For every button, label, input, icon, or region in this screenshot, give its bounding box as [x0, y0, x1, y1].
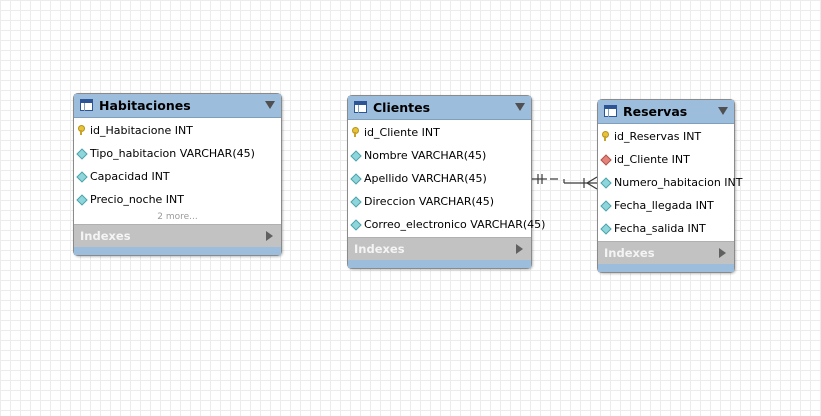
column-row[interactable]: Nombre VARCHAR(45) — [348, 145, 531, 168]
column-label: id_Reservas INT — [614, 130, 702, 143]
column-label: id_Habitacione INT — [90, 124, 193, 137]
column-label: Direccion VARCHAR(45) — [364, 195, 495, 208]
indexes-label: Indexes — [354, 242, 405, 256]
column-row[interactable]: id_Reservas INT — [598, 126, 734, 149]
column-diamond-icon — [600, 177, 612, 189]
indexes-label: Indexes — [604, 246, 655, 260]
column-label: Nombre VARCHAR(45) — [364, 149, 487, 162]
column-row[interactable]: Direccion VARCHAR(45) — [348, 191, 531, 214]
column-row[interactable]: id_Cliente INT — [598, 149, 734, 172]
column-diamond-icon — [76, 194, 88, 206]
column-label: id_Cliente INT — [364, 126, 440, 139]
column-label: Apellido VARCHAR(45) — [364, 172, 487, 185]
table-footer — [74, 247, 281, 255]
primary-key-icon — [352, 127, 359, 137]
primary-key-icon — [602, 131, 609, 141]
table-title: Reservas — [623, 104, 688, 119]
column-label: id_Cliente INT — [614, 153, 690, 166]
table-footer — [598, 264, 734, 272]
column-row[interactable]: Numero_habitacion INT — [598, 172, 743, 195]
indexes-section[interactable]: Indexes — [598, 241, 734, 264]
table-icon — [354, 101, 367, 113]
column-row[interactable]: Precio_noche INT — [74, 189, 281, 212]
column-diamond-icon — [76, 171, 88, 183]
column-diamond-icon — [350, 150, 362, 162]
table-title: Habitaciones — [99, 98, 191, 113]
foreign-key-icon — [600, 154, 612, 166]
column-label: Fecha_salida INT — [614, 222, 706, 235]
table-reservas[interactable]: Reservas id_Reservas INT id_Cliente INT … — [597, 99, 743, 273]
column-label: Precio_noche INT — [90, 193, 184, 206]
column-label: Fecha_llegada INT — [614, 199, 714, 212]
column-label: Correo_electronico VARCHAR(45) — [364, 218, 546, 231]
column-row[interactable]: Capacidad INT — [74, 166, 281, 189]
column-row[interactable]: Apellido VARCHAR(45) — [348, 168, 531, 191]
more-columns-label[interactable]: 2 more... — [157, 212, 198, 222]
column-label: Tipo_habitacion VARCHAR(45) — [90, 147, 255, 160]
collapse-caret-icon[interactable] — [265, 101, 275, 109]
expand-arrow-icon[interactable] — [266, 231, 273, 241]
column-diamond-icon — [600, 200, 612, 212]
primary-key-icon — [78, 125, 85, 135]
column-row[interactable]: Fecha_llegada INT — [598, 195, 734, 218]
column-diamond-icon — [350, 196, 362, 208]
column-diamond-icon — [600, 223, 612, 235]
table-icon — [604, 105, 617, 117]
table-clientes[interactable]: Clientes id_Cliente INT Nombre VARCHAR(4… — [347, 95, 546, 269]
column-diamond-icon — [350, 219, 362, 231]
column-row[interactable]: Tipo_habitacion VARCHAR(45) — [74, 143, 281, 166]
table-icon — [80, 99, 93, 111]
table-footer — [348, 260, 531, 268]
column-row[interactable]: Correo_electronico VARCHAR(45) — [348, 214, 546, 237]
collapse-caret-icon[interactable] — [718, 107, 728, 115]
column-diamond-icon — [76, 148, 88, 160]
expand-arrow-icon[interactable] — [719, 248, 726, 258]
table-header[interactable]: Habitaciones — [74, 94, 281, 118]
indexes-section[interactable]: Indexes — [348, 237, 531, 260]
indexes-label: Indexes — [80, 229, 131, 243]
indexes-section[interactable]: Indexes — [74, 224, 281, 247]
table-title: Clientes — [373, 100, 431, 115]
table-header[interactable]: Clientes — [348, 96, 531, 120]
expand-arrow-icon[interactable] — [516, 244, 523, 254]
column-diamond-icon — [350, 173, 362, 185]
column-row[interactable]: id_Habitacione INT — [74, 120, 281, 143]
collapse-caret-icon[interactable] — [515, 103, 525, 111]
table-habitaciones[interactable]: Habitaciones id_Habitacione INT Tipo_hab… — [73, 93, 282, 256]
table-header[interactable]: Reservas — [598, 100, 734, 124]
column-row[interactable]: id_Cliente INT — [348, 122, 531, 145]
column-label: Capacidad INT — [90, 170, 170, 183]
column-label: Numero_habitacion INT — [614, 176, 743, 189]
column-row[interactable]: Fecha_salida INT — [598, 218, 734, 241]
